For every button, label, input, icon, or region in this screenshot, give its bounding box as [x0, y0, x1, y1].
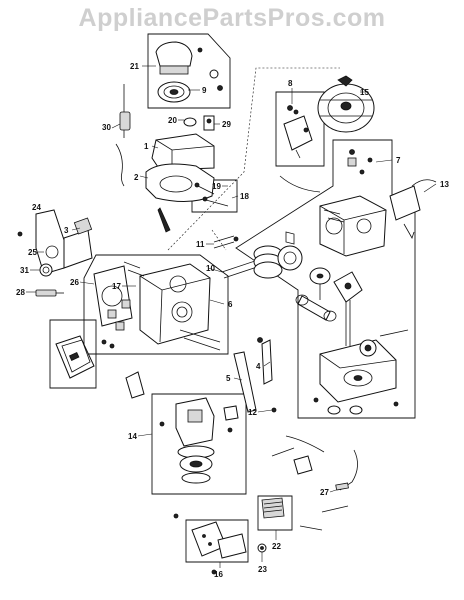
carburetor	[159, 397, 233, 484]
fuel-line-27	[339, 449, 358, 491]
callout-label-19: 19	[212, 182, 221, 191]
frame-valve-cover	[49, 319, 97, 389]
spring-27	[335, 482, 349, 491]
camshaft-gear	[309, 267, 331, 300]
callout-label-20: 20	[168, 116, 177, 125]
fuel-hose	[115, 143, 125, 187]
throttle-cable	[285, 435, 325, 453]
gasket-12	[223, 405, 239, 421]
callout-label-14: 14	[128, 432, 137, 441]
callout-label-16: 16	[214, 570, 223, 579]
fuel-filter	[119, 84, 131, 138]
rod-27	[321, 505, 349, 513]
callout-label-28: 28	[16, 288, 25, 297]
guide-dashed-line	[167, 67, 340, 251]
rod-27b	[299, 525, 323, 531]
callout-label-27: 27	[320, 488, 329, 497]
head-bolts	[123, 261, 221, 351]
recoil-starter	[155, 41, 223, 103]
choke-link	[271, 447, 295, 457]
callout-label-25: 25	[28, 248, 37, 257]
callout-label-1: 1	[144, 142, 149, 151]
bolt-under-base	[157, 207, 171, 233]
gasket-31	[39, 263, 53, 277]
dipstick-tube-4	[257, 337, 273, 385]
cylinder-head	[139, 263, 211, 345]
callout-label-4: 4	[256, 362, 261, 371]
callout-label-3: 3	[64, 226, 69, 235]
fuel-tank	[151, 133, 215, 171]
wrist-pin	[285, 231, 295, 245]
head-gasket-26	[93, 265, 133, 327]
dipstick-5	[233, 351, 257, 413]
spark-plug-28	[35, 289, 64, 297]
callout-label-10: 10	[206, 264, 215, 273]
air-filter-element	[261, 497, 285, 519]
callout-label-23: 23	[258, 565, 267, 574]
throttle-bracket	[293, 455, 313, 475]
callout-label-12: 12	[248, 408, 257, 417]
frame-flywheel-bracket	[275, 91, 325, 167]
callout-label-6: 6	[228, 300, 233, 309]
callout-label-31: 31	[20, 266, 29, 275]
ignition-module	[283, 105, 313, 159]
flywheel	[317, 83, 375, 133]
muffler	[173, 513, 247, 575]
air-cleaner-base	[17, 209, 93, 275]
callout-label-9: 9	[202, 86, 207, 95]
callout-label-22: 22	[272, 542, 281, 551]
heat-shield	[125, 371, 145, 399]
frame-muffler-group	[185, 519, 249, 563]
connecting-rod	[295, 294, 337, 322]
callout-label-17: 17	[112, 282, 121, 291]
governor-parts-7	[347, 149, 373, 175]
control-bracket-13	[389, 179, 437, 239]
valve-cover	[55, 335, 95, 379]
piston	[253, 245, 303, 279]
callout-label-8: 8	[288, 79, 293, 88]
leader-lines	[26, 65, 437, 568]
callout-label-30: 30	[102, 123, 111, 132]
callout-label-11: 11	[196, 240, 205, 249]
cylinder-block	[319, 195, 387, 257]
site-watermark: AppliancePartsPros.com	[78, 4, 386, 32]
callout-label-21: 21	[130, 62, 139, 71]
callout-label-26: 26	[70, 278, 79, 287]
callout-label-18: 18	[240, 192, 249, 201]
callout-label-13: 13	[440, 180, 449, 189]
valve-springs	[101, 299, 131, 349]
callout-label-7: 7	[396, 156, 401, 165]
shaft-bolt	[379, 329, 409, 337]
frame-crankcase-group	[235, 139, 416, 419]
callout-label-29: 29	[222, 120, 231, 129]
crankshaft	[333, 271, 363, 346]
callout-label-15: 15	[360, 88, 369, 97]
frame-head-group	[83, 254, 229, 355]
guide-dashed-line-2	[211, 229, 227, 251]
governor-link	[279, 175, 321, 193]
frame-carburetor-group	[151, 393, 247, 495]
fuel-cap-20	[183, 115, 215, 131]
screw-23	[257, 543, 267, 553]
nut-12	[271, 407, 277, 413]
callout-label-24: 24	[32, 203, 41, 212]
sump-gear	[359, 339, 377, 357]
callout-label-2: 2	[134, 173, 139, 182]
callout-label-5: 5	[226, 374, 231, 383]
crankcase-sump	[319, 339, 397, 403]
frame-recoil-starter	[147, 33, 231, 109]
push-rods-11	[213, 235, 239, 249]
sump-seals	[313, 397, 399, 415]
screws-19	[194, 182, 229, 207]
flywheel-nut	[337, 75, 353, 87]
blower-housing	[145, 163, 215, 202]
frame-air-filter-element	[257, 495, 293, 531]
